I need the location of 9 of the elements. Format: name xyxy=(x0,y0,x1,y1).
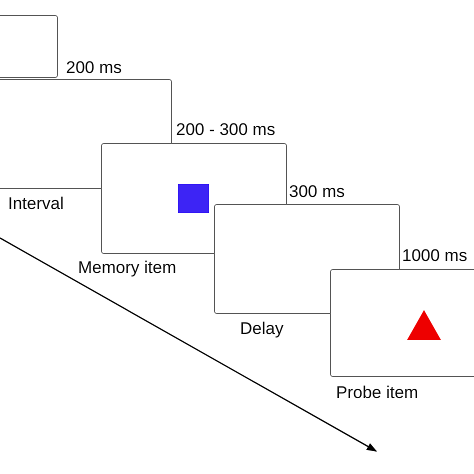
screen-caption: Interval xyxy=(8,195,64,212)
screen-caption: 200 ms xyxy=(66,59,122,76)
screen-caption: Probe item xyxy=(336,384,418,401)
screen-caption: 1000 ms xyxy=(402,247,468,264)
screen-frame xyxy=(330,269,474,377)
screen-caption: Delay xyxy=(240,320,284,337)
screen-caption: 300 ms xyxy=(289,183,345,200)
screen-caption: Memory item xyxy=(78,259,176,276)
screen-caption: 200 - 300 ms xyxy=(176,121,276,138)
